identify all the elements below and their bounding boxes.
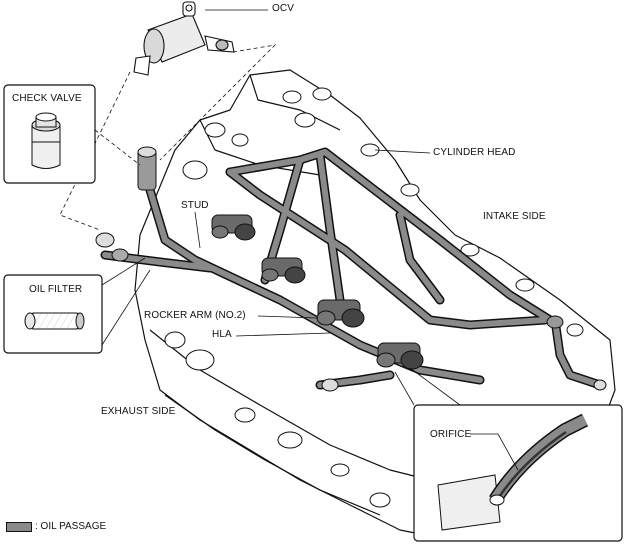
exhaust-side-label: EXHAUST SIDE	[101, 406, 176, 417]
oil-filter-inset	[3, 257, 151, 354]
rocker-arm-label: ROCKER ARM (NO.2)	[144, 310, 246, 321]
stud-label: STUD	[181, 200, 209, 211]
cylinder-head-details	[164, 87, 584, 508]
ocv-valve	[133, 1, 235, 76]
rocker-group-2	[261, 257, 306, 284]
callout-leaders	[194, 149, 431, 337]
intake-side-label: INTAKE SIDE	[483, 211, 546, 222]
front-fittings	[95, 146, 607, 392]
hla-label: HLA	[212, 329, 232, 340]
ocv-label: OCV	[272, 3, 294, 14]
rocker-group-1	[211, 214, 256, 241]
cylinder-head-label: CYLINDER HEAD	[433, 147, 516, 158]
oil-filter-label: OIL FILTER	[29, 284, 83, 295]
rocker-group-3	[316, 299, 365, 328]
legend: : OIL PASSAGE	[6, 521, 106, 532]
rocker-arm-groups	[211, 214, 424, 370]
check-valve-label: CHECK VALVE	[12, 93, 82, 104]
orifice-label: ORIFICE	[430, 429, 472, 440]
ocv-projection-lines	[59, 44, 277, 231]
check-valve-inset	[3, 84, 141, 184]
orifice-inset	[394, 367, 623, 542]
rocker-group-4	[376, 342, 424, 370]
legend-text: : OIL PASSAGE	[35, 521, 107, 532]
oil-passage-swatch	[6, 521, 32, 532]
